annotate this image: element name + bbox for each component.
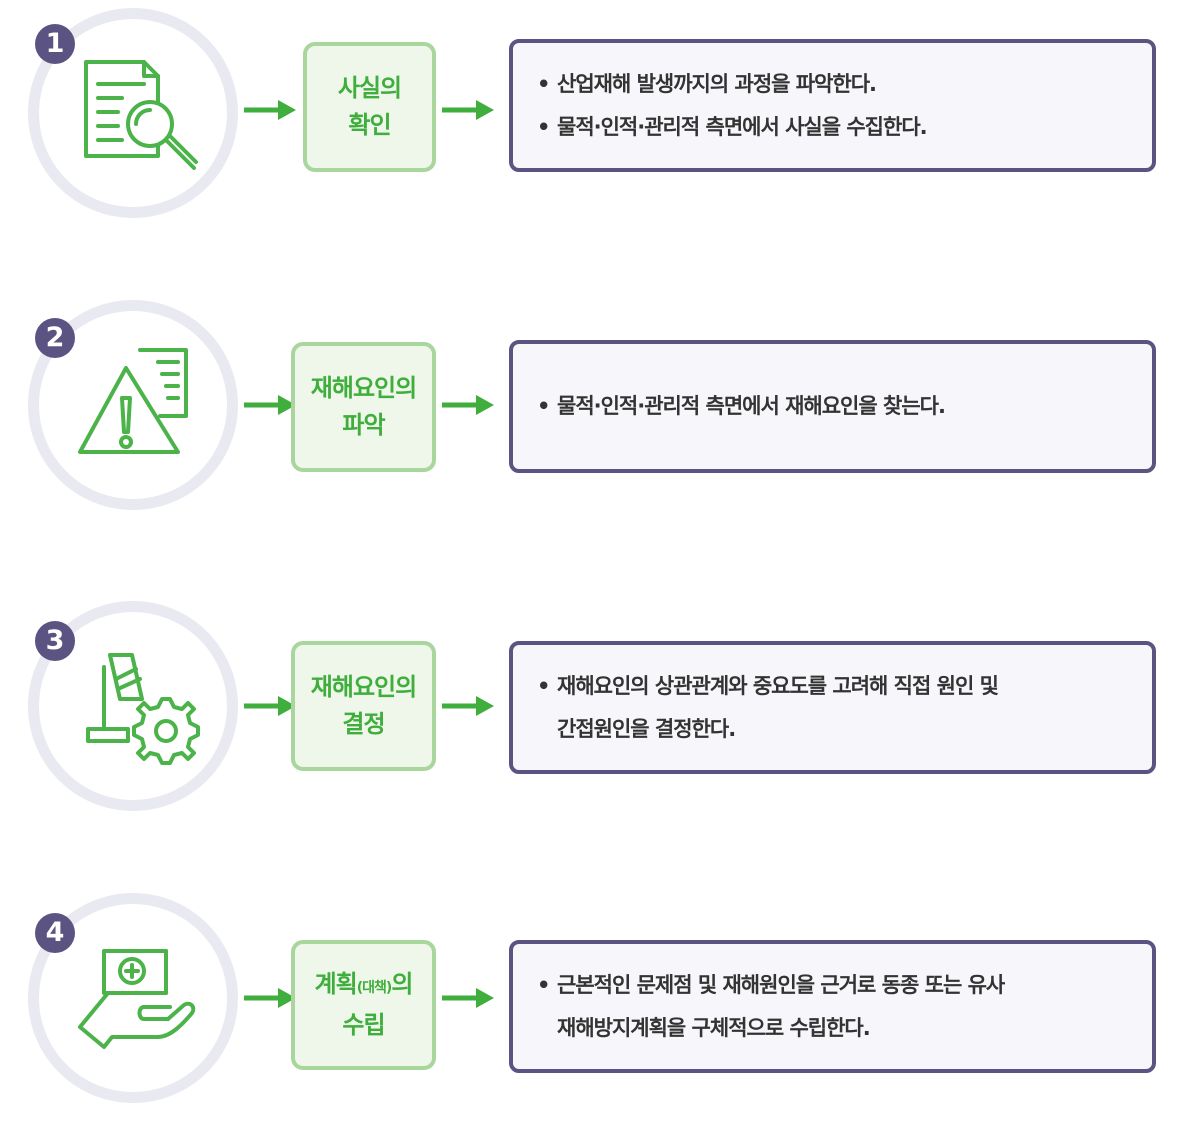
step-label-box: 재해요인의 결정 [291, 641, 436, 771]
step-label-line1: 사실의 [337, 74, 402, 102]
step-label-line1: 재해요인의 [310, 673, 417, 701]
label-main-text: 계획 [314, 970, 358, 998]
step-2: 2 재해요인의 파악 • 물적·인적·관리적 측면에서 재해요인을 찾는다. [0, 300, 1183, 530]
arrow-right-icon [442, 988, 494, 1008]
arrow-right-icon [442, 696, 494, 716]
description-line: • 산업재해 발생까지의 과정을 파악한다. [537, 63, 1132, 106]
hand-plan-icon [78, 949, 196, 1049]
step-number-badge: 1 [35, 24, 75, 64]
description-line: • 물적·인적·관리적 측면에서 재해요인을 찾는다. [537, 385, 1132, 428]
step-label-line2: 결정 [342, 710, 385, 738]
description-line: 재해방지계획을 구체적으로 수립한다. [557, 1015, 871, 1040]
step-4: 4 계획(대책)의 수립 • 근본적인 문제점 및 재해원인을 근거로 동종 또는… [0, 893, 1183, 1123]
step-description-box: • 물적·인적·관리적 측면에서 재해요인을 찾는다. [509, 340, 1156, 473]
step-label-box: 사실의 확인 [303, 42, 436, 172]
description-text: 재해요인의 상관관계와 중요도를 고려해 직접 원인 및 [557, 673, 999, 698]
step-label-line1: 계획(대책)의 [314, 966, 414, 1007]
bullet: • [537, 114, 550, 139]
step-description-box: • 근본적인 문제점 및 재해원인을 근거로 동종 또는 유사 재해방지계획을 구… [509, 940, 1156, 1073]
icon-ring [28, 893, 238, 1103]
description-line: • 물적·인적·관리적 측면에서 사실을 수집한다. [537, 106, 1132, 149]
step-1: 1 사실의 확인 • 산업재해 발생까지의 과정을 파악한다. • 물적·인적·관리… [0, 0, 1183, 230]
description-text: 근본적인 문제점 및 재해원인을 근거로 동종 또는 유사 [557, 972, 1005, 997]
step-label-box: 재해요인의 파악 [291, 342, 436, 472]
arrow-right-icon [244, 395, 296, 415]
arrow-right-icon [244, 988, 296, 1008]
bullet: • [537, 71, 550, 96]
step-label-line2: 확인 [348, 111, 391, 139]
step-description-box: • 재해요인의 상관관계와 중요도를 고려해 직접 원인 및 간접원인을 결정한다… [509, 641, 1156, 774]
step-3: 3 재해요인의 결정 • 재해요인의 상관관계와 중요도를 고려해 직접 원인 및… [0, 601, 1183, 831]
description-line: • 재해요인의 상관관계와 중요도를 고려해 직접 원인 및 [537, 665, 1132, 708]
machine-gear-icon [86, 653, 200, 765]
step-description-box: • 산업재해 발생까지의 과정을 파악한다. • 물적·인적·관리적 측면에서 사실… [509, 39, 1156, 172]
document-search-icon [84, 60, 198, 170]
bullet: • [537, 394, 550, 418]
bullet: • [537, 972, 550, 997]
description-line: • 근본적인 문제점 및 재해원인을 근거로 동종 또는 유사 [537, 964, 1132, 1007]
description-line: 간접원인을 결정한다. [557, 716, 736, 741]
warning-checklist-icon [78, 348, 188, 454]
description-text: 물적·인적·관리적 측면에서 재해요인을 찾는다. [557, 394, 946, 418]
step-label-line2: 파악 [342, 411, 385, 439]
step-label-box: 계획(대책)의 수립 [291, 940, 436, 1070]
bullet: • [537, 673, 550, 698]
arrow-right-icon [244, 696, 296, 716]
step-number-badge: 2 [35, 318, 75, 358]
step-label-line1: 재해요인의 [310, 374, 417, 402]
label-small-text: (대책) [356, 980, 393, 996]
label-main-text: 의 [391, 970, 413, 998]
step-number-badge: 3 [35, 621, 75, 661]
step-number-badge: 4 [35, 913, 75, 953]
description-text: 물적·인적·관리적 측면에서 사실을 수집한다. [557, 114, 928, 139]
step-label-line2: 수립 [342, 1011, 385, 1039]
arrow-right-icon [442, 100, 494, 120]
arrow-right-icon [244, 100, 296, 120]
description-text: 산업재해 발생까지의 과정을 파악한다. [557, 71, 877, 96]
arrow-right-icon [442, 395, 494, 415]
